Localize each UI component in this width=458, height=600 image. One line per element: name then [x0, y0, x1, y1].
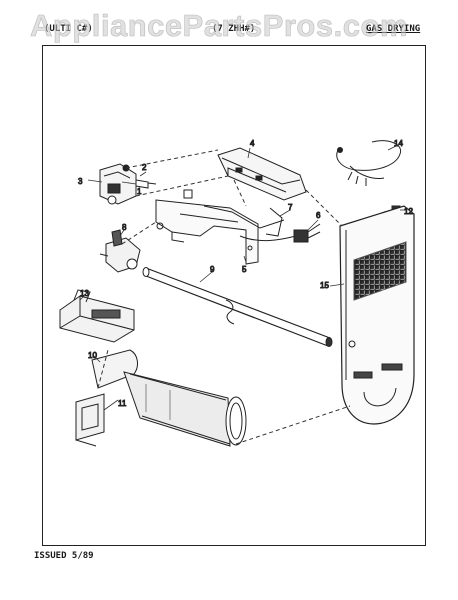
diagram-frame	[42, 45, 426, 546]
callout-9: 9	[210, 265, 215, 274]
header-left: (ULTI C#)	[44, 24, 93, 34]
combustion-duct	[91, 349, 247, 447]
header-right: GAS DRYING	[366, 24, 421, 34]
gas-valve-assembly	[99, 163, 157, 205]
callout-5: 5	[242, 265, 247, 274]
burner-tube	[142, 267, 333, 347]
callout-4: 4	[250, 139, 255, 148]
issued-date: ISSUED 5/89	[34, 551, 94, 561]
leader-lines	[79, 145, 406, 411]
mounting-plate	[155, 189, 285, 265]
burner-shield	[59, 289, 135, 343]
callout-6: 6	[316, 211, 321, 220]
callout-8: 8	[122, 223, 127, 232]
callout-7: 7	[288, 203, 293, 212]
support-bracket	[75, 393, 105, 447]
callout-1: 1	[137, 187, 142, 196]
callout-12: 12	[404, 207, 413, 216]
callout-15: 15	[320, 281, 329, 290]
wire-harness	[336, 140, 402, 186]
burner-housing	[339, 205, 415, 425]
assembly-guides	[97, 149, 351, 445]
callout-3: 3	[78, 177, 83, 186]
callout-11: 11	[118, 399, 127, 408]
callout-13: 13	[80, 289, 89, 298]
callout-2: 2	[142, 163, 147, 172]
burner-bracket	[217, 147, 307, 201]
header-middle: (7 ZHH#)	[212, 24, 256, 34]
igniter	[239, 223, 321, 243]
callout-10: 10	[88, 351, 97, 360]
callout-14: 14	[394, 139, 403, 148]
